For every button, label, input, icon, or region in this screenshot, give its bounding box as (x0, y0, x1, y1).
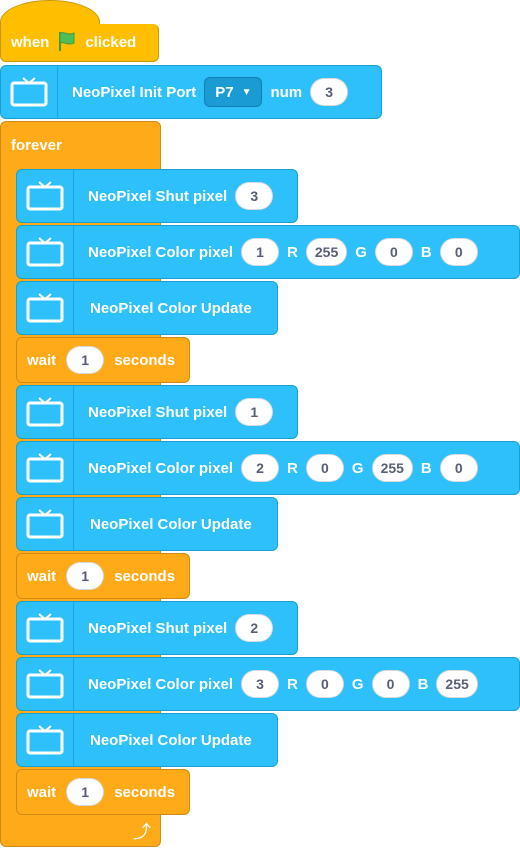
r-input[interactable]: 0 (305, 670, 344, 698)
tv-icon (17, 658, 74, 710)
shut-label: NeoPixel Shut pixel (88, 619, 228, 637)
shut-label: NeoPixel Shut pixel (88, 187, 228, 205)
tv-icon (17, 386, 74, 438)
tv-icon (17, 714, 74, 766)
num-input[interactable]: 3 (310, 78, 349, 106)
pixel-input[interactable]: 3 (241, 670, 280, 698)
neopixel-update-block[interactable]: NeoPixel Color Update (16, 497, 278, 551)
when-label: when (11, 34, 50, 51)
neopixel-update-block[interactable]: NeoPixel Color Update (16, 281, 278, 335)
wait-input[interactable]: 1 (66, 778, 105, 806)
shut-pixel-input[interactable]: 3 (235, 182, 274, 210)
neopixel-shut-block[interactable]: NeoPixel Shut pixel 3 (16, 169, 298, 223)
tv-icon (17, 602, 74, 654)
tv-icon (17, 226, 74, 278)
pixel-input[interactable]: 1 (241, 238, 280, 266)
r-input[interactable]: 255 (305, 238, 348, 266)
loop-arrow-icon: ⤴ (133, 822, 151, 842)
green-flag-icon (55, 29, 79, 57)
neopixel-shut-block[interactable]: NeoPixel Shut pixel 2 (16, 601, 298, 655)
neopixel-color-block[interactable]: NeoPixel Color pixel 1 R 255 G 0 B 0 (16, 225, 520, 279)
wait-block[interactable]: wait 1 seconds (16, 337, 190, 383)
wait-block[interactable]: wait 1 seconds (16, 553, 190, 599)
seconds-label: seconds (114, 783, 176, 801)
g-label: G (355, 243, 367, 261)
update-label: NeoPixel Color Update (90, 731, 252, 749)
wait-block[interactable]: wait 1 seconds (16, 769, 190, 815)
num-label: num (270, 83, 303, 101)
neopixel-update-block[interactable]: NeoPixel Color Update (16, 713, 278, 767)
wait-input[interactable]: 1 (66, 562, 105, 590)
tv-icon (17, 282, 74, 334)
b-label: B (417, 675, 429, 693)
seconds-label: seconds (114, 567, 176, 585)
g-input[interactable]: 255 (371, 454, 413, 482)
forever-label: forever (11, 136, 62, 154)
when-flag-clicked-body[interactable]: when clicked (0, 24, 159, 62)
seconds-label: seconds (114, 351, 176, 369)
hat-cap (0, 0, 100, 26)
neopixel-color-block[interactable]: NeoPixel Color pixel 2 R 0 G 255 B 0 (16, 441, 520, 495)
tv-icon (1, 66, 58, 118)
r-input[interactable]: 0 (305, 454, 344, 482)
b-label: B (420, 243, 432, 261)
r-label: R (287, 459, 298, 477)
tv-icon (17, 170, 74, 222)
clicked-label: clicked (85, 34, 137, 51)
update-label: NeoPixel Color Update (90, 299, 252, 317)
pixel-input[interactable]: 2 (241, 454, 280, 482)
shut-pixel-input[interactable]: 2 (235, 614, 274, 642)
g-label: G (351, 675, 364, 693)
wait-input[interactable]: 1 (66, 346, 105, 374)
r-label: R (287, 675, 298, 693)
color-label: NeoPixel Color pixel (88, 459, 234, 477)
g-label: G (351, 459, 364, 477)
neopixel-init-block[interactable]: NeoPixel Init Port P7 ▼ num 3 (0, 65, 382, 119)
shut-pixel-input[interactable]: 1 (235, 398, 274, 426)
port-value: P7 (215, 83, 234, 101)
g-input[interactable]: 0 (371, 670, 410, 698)
b-input[interactable]: 255 (436, 670, 478, 698)
wait-label: wait (27, 567, 57, 585)
wait-label: wait (27, 351, 57, 369)
neopixel-color-block[interactable]: NeoPixel Color pixel 3 R 0 G 0 B 255 (16, 657, 520, 711)
caret-down-icon: ▼ (241, 86, 252, 98)
neopixel-shut-block[interactable]: NeoPixel Shut pixel 1 (16, 385, 298, 439)
color-label: NeoPixel Color pixel (88, 675, 234, 693)
r-label: R (287, 243, 298, 261)
wait-label: wait (27, 783, 57, 801)
shut-label: NeoPixel Shut pixel (88, 403, 228, 421)
init-label: NeoPixel Init Port (72, 83, 197, 101)
b-input[interactable]: 0 (439, 238, 478, 266)
tv-icon (17, 498, 74, 550)
g-input[interactable]: 0 (374, 238, 413, 266)
color-label: NeoPixel Color pixel (88, 243, 234, 261)
update-label: NeoPixel Color Update (90, 515, 252, 533)
b-input[interactable]: 0 (439, 454, 478, 482)
b-label: B (420, 459, 432, 477)
port-dropdown[interactable]: P7 ▼ (204, 77, 263, 107)
tv-icon (17, 442, 74, 494)
